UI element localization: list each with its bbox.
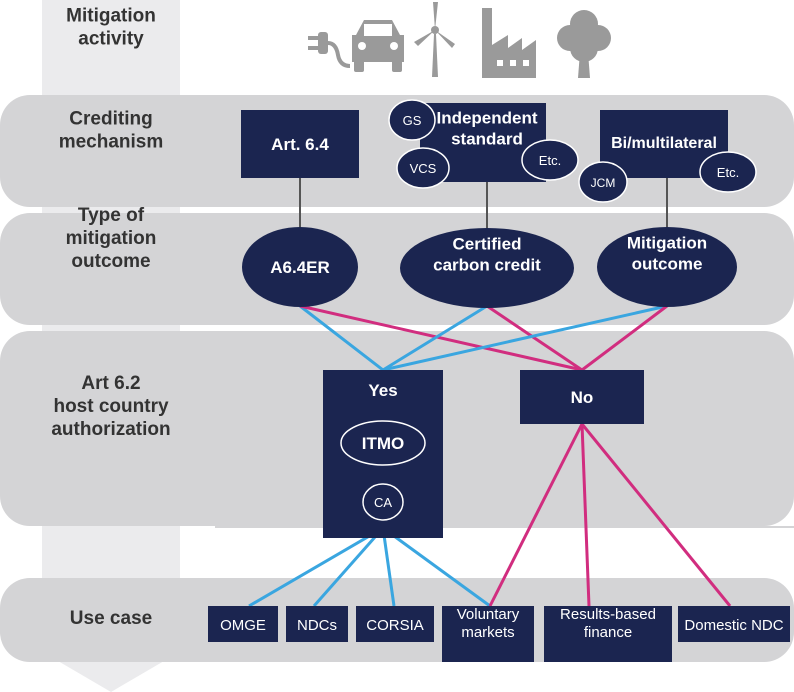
svg-text:JCM: JCM: [591, 176, 616, 190]
use-case-ndcs: NDCs: [286, 606, 348, 642]
authorization-no: No: [520, 370, 644, 424]
use-case-domestic: Domestic NDC: [678, 606, 790, 642]
svg-text:A6.4ER: A6.4ER: [270, 258, 330, 277]
wind-turbine-icon: [414, 2, 455, 77]
svg-text:Etc.: Etc.: [717, 165, 739, 180]
row-label-use-case: Use case: [70, 608, 152, 629]
mechanism-bilateral: Bi/multilateral: [600, 110, 728, 178]
ev-car-icon: [308, 20, 404, 72]
outcome-a64er: A6.4ER: [242, 227, 358, 307]
outcome-authorization-lines: [299, 304, 668, 372]
mechanism-art64: Art. 6.4: [241, 110, 359, 178]
use-case-lines: [248, 423, 732, 608]
svg-text:OMGE: OMGE: [220, 617, 266, 634]
band-type: [0, 213, 794, 325]
svg-text:Bi/multilateral: Bi/multilateral: [611, 135, 717, 152]
badge-etc-independent: Etc.: [521, 139, 579, 181]
authorization-yes: Yes ITMO CA: [323, 370, 443, 538]
itmo-label: ITMO: [362, 434, 405, 453]
svg-text:GS: GS: [403, 113, 422, 128]
itmo-badge: [340, 420, 426, 466]
badge-jcm: JCM: [578, 161, 628, 203]
badge-etc-bilateral: Etc.: [699, 151, 757, 193]
svg-text:CORSIA: CORSIA: [366, 617, 424, 634]
factory-icon: [482, 8, 536, 78]
use-case-corsia: CORSIA: [356, 606, 434, 642]
ca-badge: [362, 483, 404, 521]
badge-vcs: VCS: [396, 147, 450, 189]
badge-gs: GS: [388, 99, 436, 141]
use-case-omge: OMGE: [208, 606, 278, 642]
band-use-case-right: [215, 526, 794, 528]
tree-icon: [557, 10, 611, 78]
svg-text:Yes: Yes: [368, 381, 397, 400]
ca-label: CA: [374, 495, 392, 510]
svg-text:NDCs: NDCs: [297, 617, 337, 634]
svg-text:VCS: VCS: [410, 161, 437, 176]
svg-text:Domestic NDC: Domestic NDC: [684, 617, 783, 634]
svg-text:Etc.: Etc.: [539, 153, 561, 168]
svg-text:No: No: [571, 388, 594, 407]
svg-text:Art. 6.4: Art. 6.4: [271, 135, 329, 154]
